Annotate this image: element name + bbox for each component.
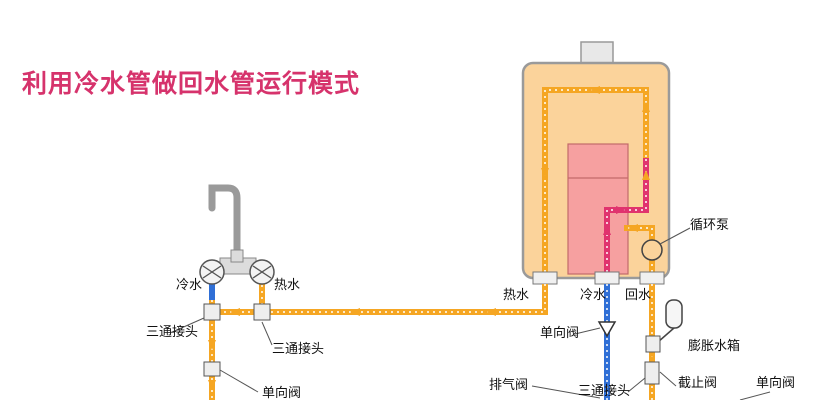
label-hot-water-faucet: 热水 — [274, 278, 301, 293]
faucet-spout — [208, 184, 241, 264]
label-air-vent-valve: 排气阀 — [489, 378, 529, 393]
tee-left-leader — [169, 317, 205, 334]
faucet-handle-icon — [199, 259, 275, 285]
tee-fitting-center — [253, 303, 271, 321]
pump-leader — [659, 227, 691, 245]
check-valve-center-icon — [597, 321, 617, 338]
check-valve-right-leader — [739, 391, 771, 400]
expansion-fitting — [645, 335, 661, 353]
label-check-valve-right: 单向阀 — [756, 376, 796, 391]
check-valve-center-leader — [574, 327, 601, 335]
heater-chimney — [580, 41, 614, 65]
return-water-stub — [639, 271, 665, 285]
tee-fitting-left — [203, 303, 221, 321]
diagram-title: 利用冷水管做回水管运行模式 — [22, 69, 361, 98]
expansion-tank-icon — [665, 299, 683, 329]
pump-icon — [641, 239, 663, 261]
tee-center-leader — [261, 321, 273, 346]
hot-supply-pipe-dots — [261, 275, 546, 313]
cold-water-inlet-stub — [594, 271, 620, 285]
air-vent-leader — [531, 385, 601, 399]
label-expansion-tank: 膨胀水箱 — [688, 339, 741, 354]
label-tee-left: 三通接头 — [146, 325, 199, 340]
expansion-tank-pipe — [657, 327, 675, 343]
stop-valve-leader — [659, 371, 677, 387]
label-heater-return-water: 回水 — [625, 288, 652, 303]
tee-fitting-bottom — [644, 361, 660, 385]
label-stop-valve: 截止阀 — [678, 376, 718, 391]
label-circulation-pump: 循环泵 — [690, 218, 730, 233]
flow-arrow-icon-cold — [603, 206, 626, 235]
label-heater-hot-water: 热水 — [503, 288, 530, 303]
label-check-valve-center: 单向阀 — [540, 326, 580, 341]
check-valve-left-leader — [219, 369, 259, 393]
label-tee-center: 三通接头 — [272, 342, 325, 357]
faucet-neck — [230, 249, 244, 263]
tee-bottom-leader — [627, 377, 646, 393]
label-heater-cold-water: 冷水 — [580, 288, 607, 303]
label-cold-water-faucet: 冷水 — [176, 278, 203, 293]
check-valve-icon — [203, 361, 221, 377]
internal-mixed-pipe-dots — [606, 158, 647, 278]
hot-water-outlet-stub — [532, 271, 558, 285]
internal-return-pipe-dots — [624, 227, 653, 278]
label-check-valve-left: 单向阀 — [262, 386, 302, 401]
label-tee-bottom: 三通接头 — [578, 384, 631, 399]
